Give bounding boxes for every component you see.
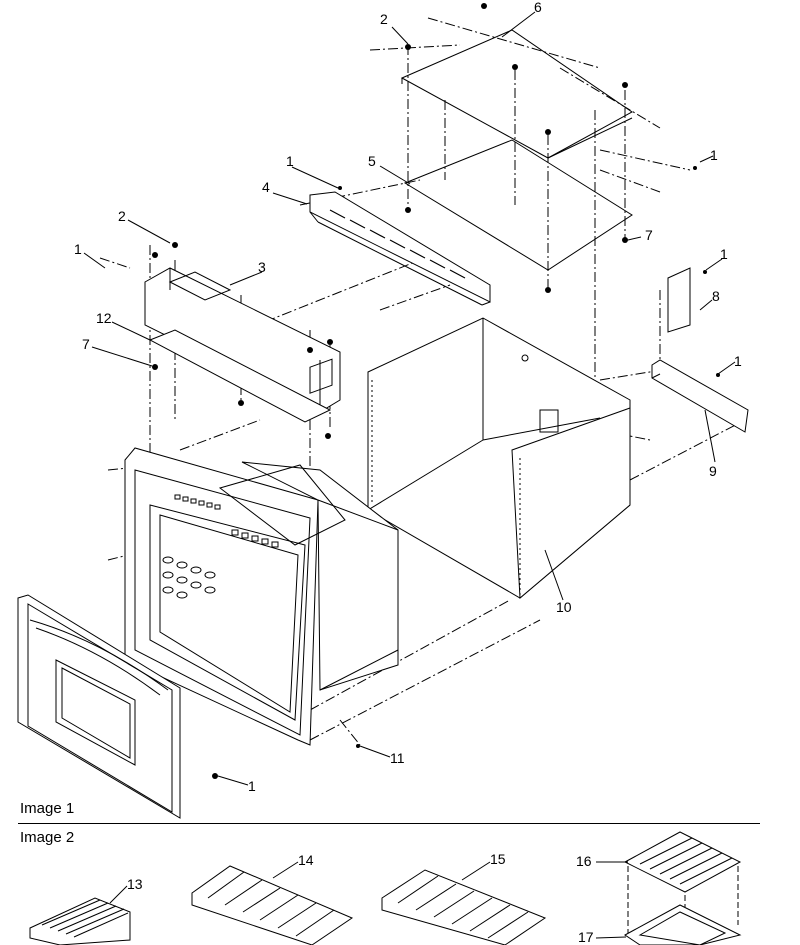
callout-2: 2 [118, 208, 126, 224]
callout-5: 5 [368, 153, 376, 169]
front-frame-part [124, 447, 319, 746]
callout-1: 1 [710, 147, 718, 163]
rack-13-part [29, 897, 131, 945]
callout-7: 7 [645, 227, 653, 243]
callout-6: 6 [534, 0, 542, 15]
callout-3: 3 [258, 259, 266, 275]
oven-cavity-part [367, 317, 631, 600]
callout-1: 1 [74, 241, 82, 257]
inner-liner-part [218, 461, 399, 691]
leader-lines [83, 11, 736, 939]
callout-11: 11 [390, 750, 405, 766]
callout-1: 1 [286, 153, 294, 169]
side-shield-part [667, 267, 691, 333]
callout-7: 7 [82, 336, 90, 352]
fastener-dots [152, 3, 720, 779]
broil-pan-part [624, 904, 742, 945]
vent-bracket-part [309, 191, 491, 306]
callout-12: 12 [96, 310, 112, 326]
callout-1: 1 [720, 246, 728, 262]
callout-2: 2 [380, 11, 388, 27]
top-cover-part [400, 29, 633, 159]
callout-13: 13 [127, 876, 143, 892]
rack-14-part [191, 865, 354, 945]
callout-1: 1 [734, 353, 742, 369]
callout-4: 4 [262, 179, 270, 195]
section-label-image-1: Image 1 [20, 800, 75, 817]
section-label-image-2: Image 2 [20, 829, 75, 846]
callout-14: 14 [298, 852, 314, 868]
callout-15: 15 [490, 851, 506, 867]
callout-8: 8 [712, 288, 720, 304]
section-divider [18, 823, 760, 824]
bottom-plate-part [148, 329, 332, 423]
side-rail-part [651, 359, 749, 433]
callout-10: 10 [556, 599, 572, 615]
rack-15-part [381, 869, 547, 945]
broil-grid-part [623, 831, 742, 945]
callout-17: 17 [578, 929, 594, 945]
oven-door-part [17, 594, 181, 819]
callout-1: 1 [248, 778, 256, 794]
callout-9: 9 [709, 463, 717, 479]
insulation-pad-part [403, 139, 633, 271]
callout-16: 16 [576, 853, 592, 869]
control-channel-part [144, 267, 341, 413]
